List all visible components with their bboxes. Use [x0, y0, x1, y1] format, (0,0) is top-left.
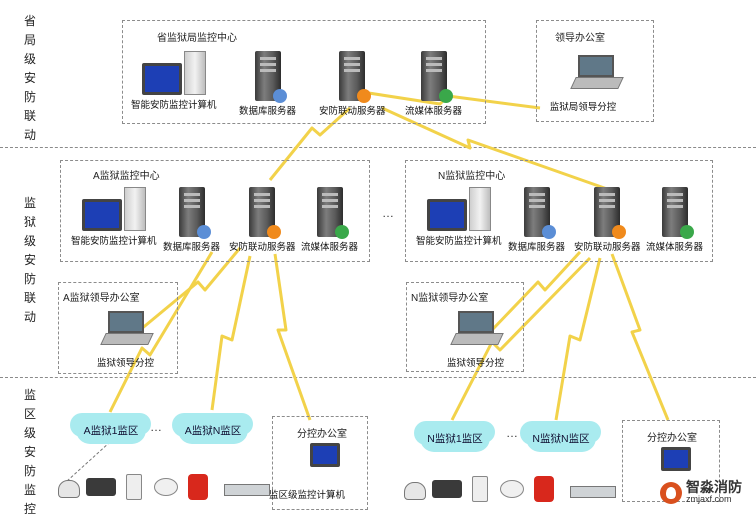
computer-icon — [310, 443, 340, 467]
area-cloud-a1[interactable]: A监狱1监区 — [76, 416, 146, 444]
device-label: 智能安防监控计算机 — [416, 236, 502, 247]
layer-label-area: 监区级安防监控 — [23, 388, 36, 516]
linkage-server[interactable]: 安防联动服务器 — [574, 187, 641, 253]
provincial-center-title: 省监狱局监控中心 — [157, 33, 237, 44]
device-label: 数据库服务器 — [239, 106, 297, 117]
database-server[interactable]: 数据库服务器 — [163, 187, 220, 253]
device-label: 智能安防监控计算机 — [131, 100, 217, 111]
leader-office-box: 领导办公室 监狱局领导分控 — [536, 20, 654, 122]
device-label: 监狱领导分控 — [447, 358, 505, 369]
link-n-to-office — [610, 253, 670, 421]
area-office-a-title: 分控办公室 — [297, 429, 347, 440]
streaming-server[interactable]: 流媒体服务器 — [646, 187, 703, 253]
smoke-detector-icon[interactable] — [500, 480, 524, 498]
link-n-to-cloud2 — [554, 257, 602, 421]
monitor-computer[interactable]: 智能安防监控计算机 — [71, 187, 157, 247]
watermark-name: 智淼消防 — [686, 479, 742, 495]
alarm-siren-icon[interactable] — [534, 476, 554, 502]
computer-icon — [661, 447, 691, 471]
device-label: 安防联动服务器 — [319, 106, 386, 117]
prison-a-leader-office-title: A监狱领导办公室 — [63, 293, 140, 304]
device-label: 数据库服务器 — [508, 242, 566, 253]
dome-camera-icon[interactable] — [404, 482, 426, 500]
area-cloud-nn[interactable]: N监狱N监区 — [526, 424, 596, 452]
prison-n-center-title: N监狱监控中心 — [438, 171, 506, 182]
prison-a-center-box: A监狱监控中心 智能安防监控计算机 数据库服务器 安防联动服务器 流媒体服务器 — [60, 160, 370, 262]
bullet-camera-icon[interactable] — [432, 480, 462, 498]
link-a-to-office — [273, 253, 312, 421]
area-computer[interactable]: 监区级监控计算机 — [269, 443, 345, 501]
ellipsis: … — [506, 426, 518, 440]
database-server[interactable]: 数据库服务器 — [508, 187, 565, 253]
database-server[interactable]: 数据库服务器 — [239, 51, 296, 117]
device-label: 监狱局领导分控 — [549, 102, 617, 113]
detector-icon[interactable] — [126, 474, 142, 500]
device-label: 流媒体服务器 — [301, 242, 359, 253]
prison-n-center-box: N监狱监控中心 智能安防监控计算机 数据库服务器 安防联动服务器 流媒体服务器 — [405, 160, 713, 262]
server-icon — [594, 187, 627, 239]
prison-a-center-title: A监狱监控中心 — [93, 171, 160, 182]
device-label: 智能安防监控计算机 — [71, 236, 157, 247]
controller-icon[interactable] — [570, 486, 616, 498]
ellipsis: … — [150, 420, 162, 434]
device-label: 流媒体服务器 — [646, 242, 704, 253]
linkage-server[interactable]: 安防联动服务器 — [319, 51, 386, 117]
server-icon — [249, 187, 282, 239]
laptop-icon — [570, 55, 624, 89]
server-icon — [178, 187, 211, 239]
link-a-to-cloud2 — [210, 255, 252, 411]
layer-label-provincial: 省局级安防联动 — [23, 14, 36, 142]
leader-terminal[interactable]: 监狱局领导分控 — [550, 55, 624, 113]
prison-a-leader-office-box: A监狱领导办公室 监狱领导分控 — [58, 282, 178, 374]
streaming-server[interactable]: 流媒体服务器 — [405, 51, 462, 117]
device-label: 安防联动服务器 — [574, 242, 641, 253]
server-icon — [339, 51, 372, 103]
layer-divider-bottom — [0, 377, 756, 378]
device-label: 流媒体服务器 — [405, 106, 463, 117]
bullet-camera-icon[interactable] — [86, 478, 116, 496]
device-label: 安防联动服务器 — [229, 242, 296, 253]
device-label: 监狱领导分控 — [97, 358, 155, 369]
laptop-icon — [449, 311, 504, 345]
area-cloud-n1[interactable]: N监狱1监区 — [420, 424, 490, 452]
leader-office-title: 领导办公室 — [555, 33, 605, 44]
link-cloud1-devices — [65, 441, 111, 483]
area-cloud-an[interactable]: A监狱N监区 — [178, 416, 248, 444]
prison-n-leader-office-title: N监狱领导办公室 — [411, 293, 489, 304]
monitor-computer[interactable]: 智能安防监控计算机 — [416, 187, 502, 247]
alarm-siren-icon[interactable] — [188, 474, 208, 500]
server-icon — [523, 187, 556, 239]
monitor-computer[interactable]: 智能安防监控计算机 — [131, 51, 217, 111]
computer-icon — [141, 51, 206, 95]
ellipsis: … — [382, 206, 394, 220]
provincial-center-box: 省监狱局监控中心 智能安防监控计算机 数据库服务器 安防联动服务器 流媒体服务器 — [122, 20, 486, 124]
streaming-server[interactable]: 流媒体服务器 — [301, 187, 358, 253]
device-label: 监区级监控计算机 — [269, 490, 346, 501]
smoke-detector-icon[interactable] — [154, 478, 178, 496]
area-office-n-title: 分控办公室 — [647, 433, 697, 444]
prison-n-leader-office-box: N监狱领导办公室 监狱领导分控 — [406, 282, 524, 372]
detector-icon[interactable] — [472, 476, 488, 502]
layer-label-prison: 监狱级安防联动 — [23, 196, 36, 324]
watermark-url: zmjaxf.com — [686, 494, 732, 504]
prison-leader-terminal[interactable]: 监狱领导分控 — [97, 311, 154, 369]
server-icon — [254, 51, 287, 103]
linkage-server[interactable]: 安防联动服务器 — [229, 187, 296, 253]
server-icon — [316, 187, 349, 239]
computer-icon — [81, 187, 146, 231]
layer-divider-top — [0, 147, 756, 148]
server-icon — [420, 51, 453, 103]
dome-camera-icon[interactable] — [58, 480, 80, 498]
brand-logo-icon — [660, 482, 682, 504]
controller-icon[interactable] — [224, 484, 270, 496]
prison-leader-terminal[interactable]: 监狱领导分控 — [447, 311, 504, 369]
area-office-a-box: 分控办公室 监区级监控计算机 — [269, 416, 368, 510]
computer-icon — [426, 187, 491, 231]
watermark: 智淼消防 zmjaxf.com — [660, 479, 742, 505]
server-icon — [661, 187, 694, 239]
area-computer[interactable] — [661, 447, 691, 471]
device-label: 数据库服务器 — [163, 242, 221, 253]
laptop-icon — [99, 311, 154, 345]
